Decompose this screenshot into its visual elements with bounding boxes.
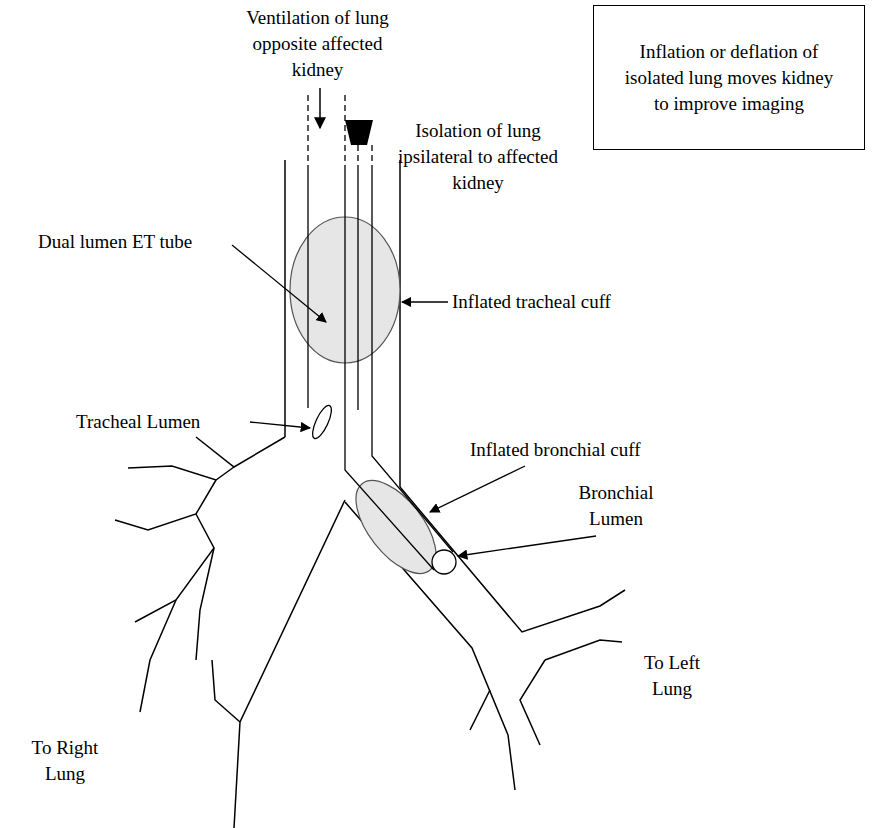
part-label: Dual lumen ET tube (38, 229, 192, 255)
part-label: Tracheal Lumen (76, 409, 200, 435)
bronchus-wall (545, 640, 622, 660)
part-label: Bronchial Lumen (560, 480, 672, 532)
bronchus-wall (470, 690, 490, 730)
trachea-wall (399, 160, 401, 487)
leader-arrow (232, 245, 326, 322)
bronchus-wall (140, 600, 176, 712)
bronchus-wall (128, 466, 234, 480)
bronchus-wall (234, 500, 345, 828)
leader-arrow (430, 466, 525, 512)
part-label: Inflated bronchial cuff (470, 437, 641, 463)
tube-wall (372, 165, 453, 552)
callout-text: Isolation of lung ipsilateral to affecte… (398, 118, 558, 196)
part-label: Inflated tracheal cuff (452, 289, 611, 315)
leader-arrow (402, 301, 448, 302)
callout-text: Ventilation of lung opposite affected ki… (225, 5, 410, 83)
bronchus-wall (135, 514, 214, 622)
direction-label: To Right Lung (16, 735, 114, 787)
bronchus-wall (196, 437, 285, 467)
tube-dashed (308, 95, 372, 165)
bronchus-wall (520, 660, 545, 745)
bronchial-lumen-opening (432, 550, 456, 574)
leader-arrow (458, 536, 596, 556)
note-text: Inflation or deflation of isolated lung … (624, 39, 834, 117)
trachea-wall (284, 160, 286, 437)
tube-wall (345, 165, 434, 570)
tube-wall (357, 165, 358, 410)
leader-arrow (250, 422, 310, 428)
tracheal-lumen-opening (309, 403, 335, 441)
bronchus-wall (196, 548, 214, 660)
tube-wall (307, 165, 308, 408)
ventilation-arrow (319, 88, 321, 128)
direction-label: To Left Lung (626, 650, 718, 702)
note-box: Inflation or deflation of isolated lung … (593, 5, 865, 150)
bronchus-wall (212, 660, 240, 722)
lumen-plug (345, 120, 373, 145)
